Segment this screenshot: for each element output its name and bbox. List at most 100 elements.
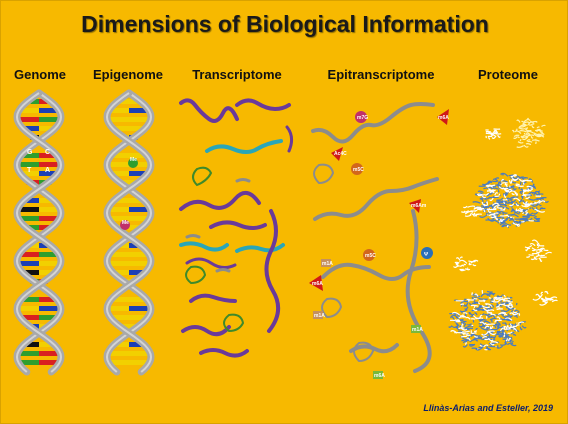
protein-chain-segment xyxy=(549,296,558,300)
protein-chain-segment xyxy=(525,212,529,216)
protein-chain-segment xyxy=(462,312,468,315)
protein-chain-segment xyxy=(528,198,536,201)
base-pair-rung xyxy=(110,126,129,131)
proteome-protein-structures xyxy=(448,117,558,351)
protein-chain-segment xyxy=(508,180,513,184)
protein-chain-segment xyxy=(463,323,467,327)
protein-chain-segment xyxy=(488,332,491,337)
protein-chain-segment xyxy=(497,324,500,328)
protein-chain-segment xyxy=(473,330,478,333)
protein-chain-segment xyxy=(482,183,490,186)
modification-circle-mark xyxy=(363,249,375,261)
protein-chain-segment xyxy=(503,325,507,329)
protein-chain-segment xyxy=(503,194,507,198)
base-pair-rung xyxy=(39,117,61,122)
modification-triangle-mark xyxy=(309,275,323,291)
protein-chain-segment xyxy=(481,198,484,203)
base-pair-rung xyxy=(17,306,39,311)
protein-chain-segment xyxy=(510,309,514,313)
base-pair-rung xyxy=(39,351,60,356)
protein-chain-segment xyxy=(485,130,491,133)
protein-chain-segment xyxy=(541,297,544,300)
protein-chain-segment xyxy=(529,120,533,123)
modification-square-mark xyxy=(373,371,383,379)
protein-chain-segment xyxy=(521,220,525,223)
rna-loop xyxy=(185,265,207,285)
protein-chain-segment xyxy=(515,208,518,212)
protein-chain-segment xyxy=(512,311,517,314)
transcriptome-rna-strands xyxy=(179,98,294,358)
protein-chain-segment xyxy=(489,132,495,136)
base-pair-rung xyxy=(39,171,60,176)
protein-chain-segment xyxy=(471,347,479,350)
protein-chain-segment xyxy=(492,202,498,206)
base-pair-rung xyxy=(107,162,129,167)
protein-chain-segment xyxy=(504,317,513,321)
protein-chain-segment xyxy=(494,177,500,180)
protein-chain-segment xyxy=(506,224,509,228)
protein-chain-segment xyxy=(482,336,488,339)
base-pair-rung xyxy=(108,171,129,176)
epi-mark-label: Me xyxy=(122,220,129,226)
base-pair-rung xyxy=(108,207,129,212)
protein-chain-segment xyxy=(462,314,466,318)
label-epigenome: Epigenome xyxy=(92,67,164,82)
base-pair-rung xyxy=(18,351,39,356)
protein-chain-segment xyxy=(531,247,540,251)
protein-chain-segment xyxy=(477,190,484,194)
protein-chain-segment xyxy=(485,346,490,350)
protein-chain-segment xyxy=(480,326,489,331)
base-c-label: C xyxy=(45,149,50,156)
protein-chain-segment xyxy=(516,145,524,148)
protein-chain-segment xyxy=(518,178,526,183)
protein-chain-segment xyxy=(479,344,483,347)
base-pair-rung xyxy=(129,153,145,158)
protein-chain-segment xyxy=(479,319,487,323)
protein-chain-segment xyxy=(534,190,538,194)
protein-chain-segment xyxy=(509,177,512,179)
citation-credit: Llinàs-Arias and Esteller, 2019 xyxy=(423,403,553,413)
base-pair-rung xyxy=(107,117,129,122)
protein-chain-segment xyxy=(503,201,506,205)
protein-chain-segment xyxy=(523,144,529,148)
protein-chain-segment xyxy=(477,306,484,309)
rna-strand xyxy=(181,325,231,337)
protein-chain-segment xyxy=(496,320,501,325)
protein-chain-segment xyxy=(496,197,504,202)
protein-chain-segment xyxy=(518,124,527,128)
protein-chain-segment xyxy=(529,207,532,210)
rna-strand xyxy=(189,293,237,303)
protein-chain-segment xyxy=(489,344,493,347)
epitranscriptome-modifications: Ac4C m7G m5C m6A m6Am m5C m6A m1A m1A m1… xyxy=(309,109,449,379)
mod-label: m1A xyxy=(412,327,423,333)
protein-chain-segment xyxy=(494,192,499,196)
protein-chain-segment xyxy=(501,224,510,229)
rna-strand xyxy=(311,102,435,144)
protein-chain-segment xyxy=(517,141,524,144)
protein-chain-segment xyxy=(514,130,522,135)
protein-chain-segment xyxy=(526,212,534,216)
protein-chain-segment xyxy=(483,192,490,196)
protein-chain-segment xyxy=(540,291,544,295)
protein-chain-segment xyxy=(501,182,508,184)
protein-chain-segment xyxy=(508,199,517,204)
protein-chain-segment xyxy=(551,299,558,303)
protein-chain-segment xyxy=(490,314,496,319)
protein-chain-segment xyxy=(539,130,544,134)
protein-chain-segment xyxy=(468,311,471,315)
label-proteome: Proteome xyxy=(478,67,538,82)
mod-label: m1A xyxy=(314,313,325,319)
protein-chain-segment xyxy=(480,293,488,298)
protein-chain-segment xyxy=(462,330,470,333)
protein-chain-segment xyxy=(459,256,463,259)
protein-chain-segment xyxy=(513,220,522,225)
base-pair-rung xyxy=(129,315,150,320)
protein-chain-segment xyxy=(517,136,520,139)
protein-chain-segment xyxy=(496,218,499,221)
protein-chain-segment xyxy=(473,335,479,338)
protein-chain-segment xyxy=(536,254,540,257)
protein-chain-segment xyxy=(487,315,493,319)
protein-chain-segment xyxy=(502,211,508,214)
protein-chain-segment xyxy=(522,212,525,214)
protein-chain-segment xyxy=(510,198,513,202)
